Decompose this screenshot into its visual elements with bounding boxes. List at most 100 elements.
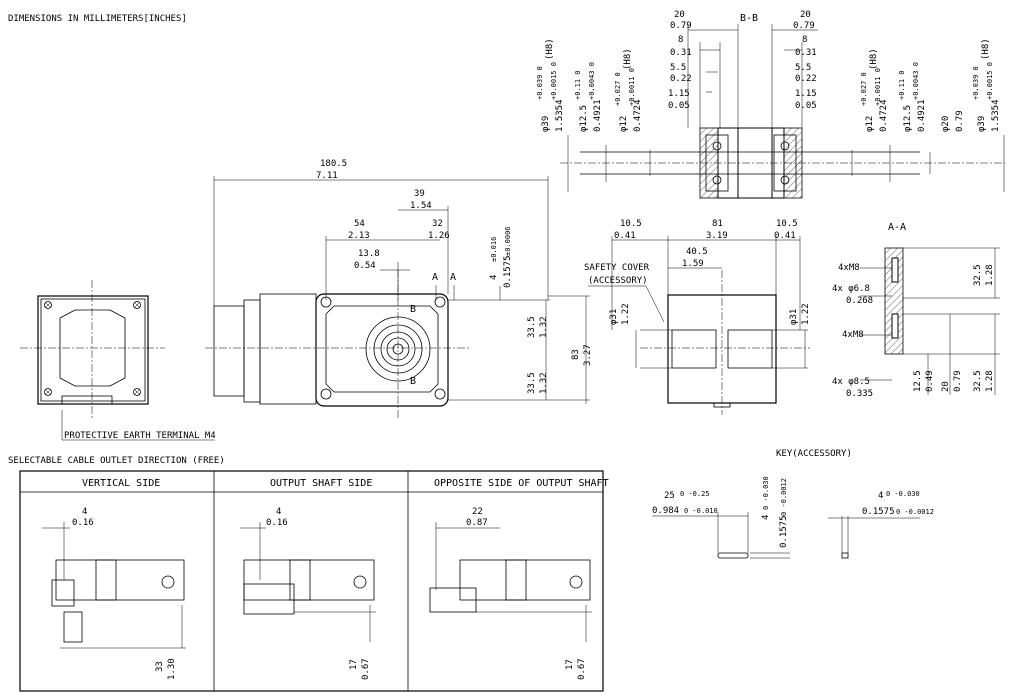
bb-left55: 5.5 bbox=[670, 63, 686, 73]
aa-d68in: 0.268 bbox=[846, 296, 873, 306]
aa-m8a: 4xM8 bbox=[838, 263, 860, 273]
aa-d85: 4x φ8.5 bbox=[832, 377, 870, 387]
bb-d125tol: +0.11 0 bbox=[574, 70, 582, 100]
label-a2: A bbox=[450, 272, 456, 283]
bb-right115in: 0.05 bbox=[795, 101, 817, 111]
key-w4intol: 0 -0.0012 bbox=[896, 508, 934, 516]
c1-bot: 33 bbox=[155, 661, 165, 672]
dim-1805: 180.5 bbox=[320, 159, 347, 169]
bb-right115: 1.15 bbox=[795, 89, 817, 99]
label-b-top: B bbox=[410, 304, 416, 315]
bb-right20: 20 bbox=[800, 10, 811, 20]
bb-left8in: 0.31 bbox=[670, 48, 692, 58]
bb-d125tolinr: +0.0043 0 bbox=[912, 62, 920, 100]
bb-right55in: 0.22 bbox=[795, 74, 817, 84]
side-d31r: φ31 bbox=[789, 309, 799, 325]
c3-bot: 17 bbox=[565, 659, 575, 670]
bb-left20in: 0.79 bbox=[670, 21, 692, 31]
key-w4tol: 0 -0.030 bbox=[886, 490, 920, 498]
side-d81: 81 bbox=[712, 219, 723, 229]
safety-cover-label: SAFETY COVER bbox=[584, 263, 650, 273]
aa-d85in: 0.335 bbox=[846, 389, 873, 399]
key-h4in: 0.1575 bbox=[779, 515, 789, 548]
side-d405in: 1.59 bbox=[682, 259, 704, 269]
section-bb: B-B 20 0.79 8 0.31 5.5 0.22 1.15 0.05 2 bbox=[536, 10, 1005, 199]
c2-topin: 0.16 bbox=[266, 518, 288, 528]
c2-bot: 17 bbox=[349, 659, 359, 670]
bb-d39tol: +0.039 0 bbox=[536, 66, 544, 100]
bb-d20: φ20 0.79 bbox=[941, 110, 965, 132]
key-l25in: 0.984 bbox=[652, 506, 679, 516]
side-d81in: 3.19 bbox=[706, 231, 728, 241]
aa-d20: 20 bbox=[941, 381, 951, 392]
bb-d12-right: φ12 +0.027 0 0.4724 +0.0011 0 (H8) bbox=[860, 48, 889, 132]
bb-d20in: 0.79 bbox=[955, 110, 965, 132]
dim-54: 54 bbox=[354, 219, 365, 229]
key-l25: 25 bbox=[664, 491, 675, 501]
dim-335a: 33.5 bbox=[527, 316, 537, 338]
aa-d325ain: 1.28 bbox=[985, 264, 995, 286]
key-l25tol: 0 -0.25 bbox=[680, 490, 710, 498]
dim-4in: 0.1575 bbox=[503, 255, 513, 288]
bb-d125inr: 0.4921 bbox=[917, 99, 927, 132]
aa-d325a: 32.5 bbox=[973, 264, 983, 286]
bb-h8-mid2: (H8) bbox=[869, 48, 879, 70]
c2-botin: 0.67 bbox=[361, 658, 371, 680]
bb-d125tolr: +0.11 0 bbox=[898, 70, 906, 100]
dim-39: 39 bbox=[414, 189, 425, 199]
bb-d125-right: φ12.5 +0.11 0 0.4921 +0.0043 0 bbox=[898, 62, 927, 132]
dim-1805in: 7.11 bbox=[316, 171, 338, 181]
key-h4tol: 0 -0.030 bbox=[762, 476, 770, 510]
c3-botin: 0.67 bbox=[577, 658, 587, 680]
cable-cell-vertical: 4 0.16 33 1.30 bbox=[42, 507, 186, 680]
c1-botin: 1.30 bbox=[167, 658, 177, 680]
bb-left55in: 0.22 bbox=[670, 74, 692, 84]
side-d105rin: 0.41 bbox=[774, 231, 796, 241]
earth-terminal-label: PROTECTIVE EARTH TERMINAL M4 bbox=[64, 431, 216, 441]
side-d31l: φ31 bbox=[609, 309, 619, 325]
bb-d125: φ12.5 bbox=[579, 105, 589, 132]
bb-d39tolinr: +0.0015 0 bbox=[986, 62, 994, 100]
dim-4: 4 bbox=[489, 275, 499, 280]
dim-83in: 3.27 bbox=[583, 344, 593, 366]
cable-cell-opposite: 22 0.87 17 0.67 bbox=[429, 507, 592, 680]
dim-32: 32 bbox=[432, 219, 443, 229]
bb-d12tol: +0.027 0 bbox=[614, 72, 622, 106]
dim-335ain: 1.32 bbox=[539, 316, 549, 338]
aa-d68: 4x φ6.8 bbox=[832, 284, 870, 294]
bb-d39r: φ39 bbox=[977, 116, 987, 132]
bb-d12in: 0.4724 bbox=[633, 99, 643, 132]
label-a1: A bbox=[432, 272, 438, 283]
bb-right8: 8 bbox=[802, 35, 807, 45]
bb-right8in: 0.31 bbox=[795, 48, 817, 58]
bb-left20: 20 bbox=[674, 10, 685, 20]
bb-d12tolr: +0.027 0 bbox=[860, 72, 868, 106]
side-d105l: 10.5 bbox=[620, 219, 642, 229]
dim-54in: 2.13 bbox=[348, 231, 370, 241]
cable-outlet-table: SELECTABLE CABLE OUTLET DIRECTION (FREE)… bbox=[8, 456, 609, 692]
bb-d20: φ20 bbox=[941, 116, 951, 132]
side-d105r: 10.5 bbox=[776, 219, 798, 229]
bb-d12r: φ12 bbox=[865, 116, 875, 132]
c3-top: 22 bbox=[472, 507, 483, 517]
bb-d12-left: φ12 +0.027 0 0.4724 +0.0011 0 (H8) bbox=[614, 48, 643, 132]
cable-col-opposite: OPPOSITE SIDE OF OUTPUT SHAFT bbox=[434, 478, 609, 489]
side-d31rin: 1.22 bbox=[801, 303, 811, 325]
bb-h8-mid: (H8) bbox=[623, 48, 633, 70]
bb-d39tolr: +0.039 0 bbox=[972, 66, 980, 100]
bb-d125-left: φ12.5 +0.11 0 0.4921 +0.0043 0 bbox=[574, 62, 603, 132]
bb-h8-right: (H8) bbox=[981, 38, 991, 60]
aa-d125in: 0.49 bbox=[925, 370, 935, 392]
bb-d125r: φ12.5 bbox=[903, 105, 913, 132]
dim-32in: 1.26 bbox=[428, 231, 450, 241]
cable-col-output: OUTPUT SHAFT SIDE bbox=[270, 478, 372, 489]
c3-topin: 0.87 bbox=[466, 518, 488, 528]
aa-d125: 12.5 bbox=[913, 370, 923, 392]
side-d31lin: 1.22 bbox=[621, 303, 631, 325]
dim-39in: 1.54 bbox=[410, 201, 432, 211]
front-view: PROTECTIVE EARTH TERMINAL M4 bbox=[20, 280, 216, 441]
bb-d12tolin: +0.0011 0 bbox=[628, 68, 636, 106]
bb-d12: φ12 bbox=[619, 116, 629, 132]
dim-4tol: ±0.016 bbox=[490, 237, 498, 262]
key-title: KEY(ACCESSORY) bbox=[776, 449, 852, 459]
